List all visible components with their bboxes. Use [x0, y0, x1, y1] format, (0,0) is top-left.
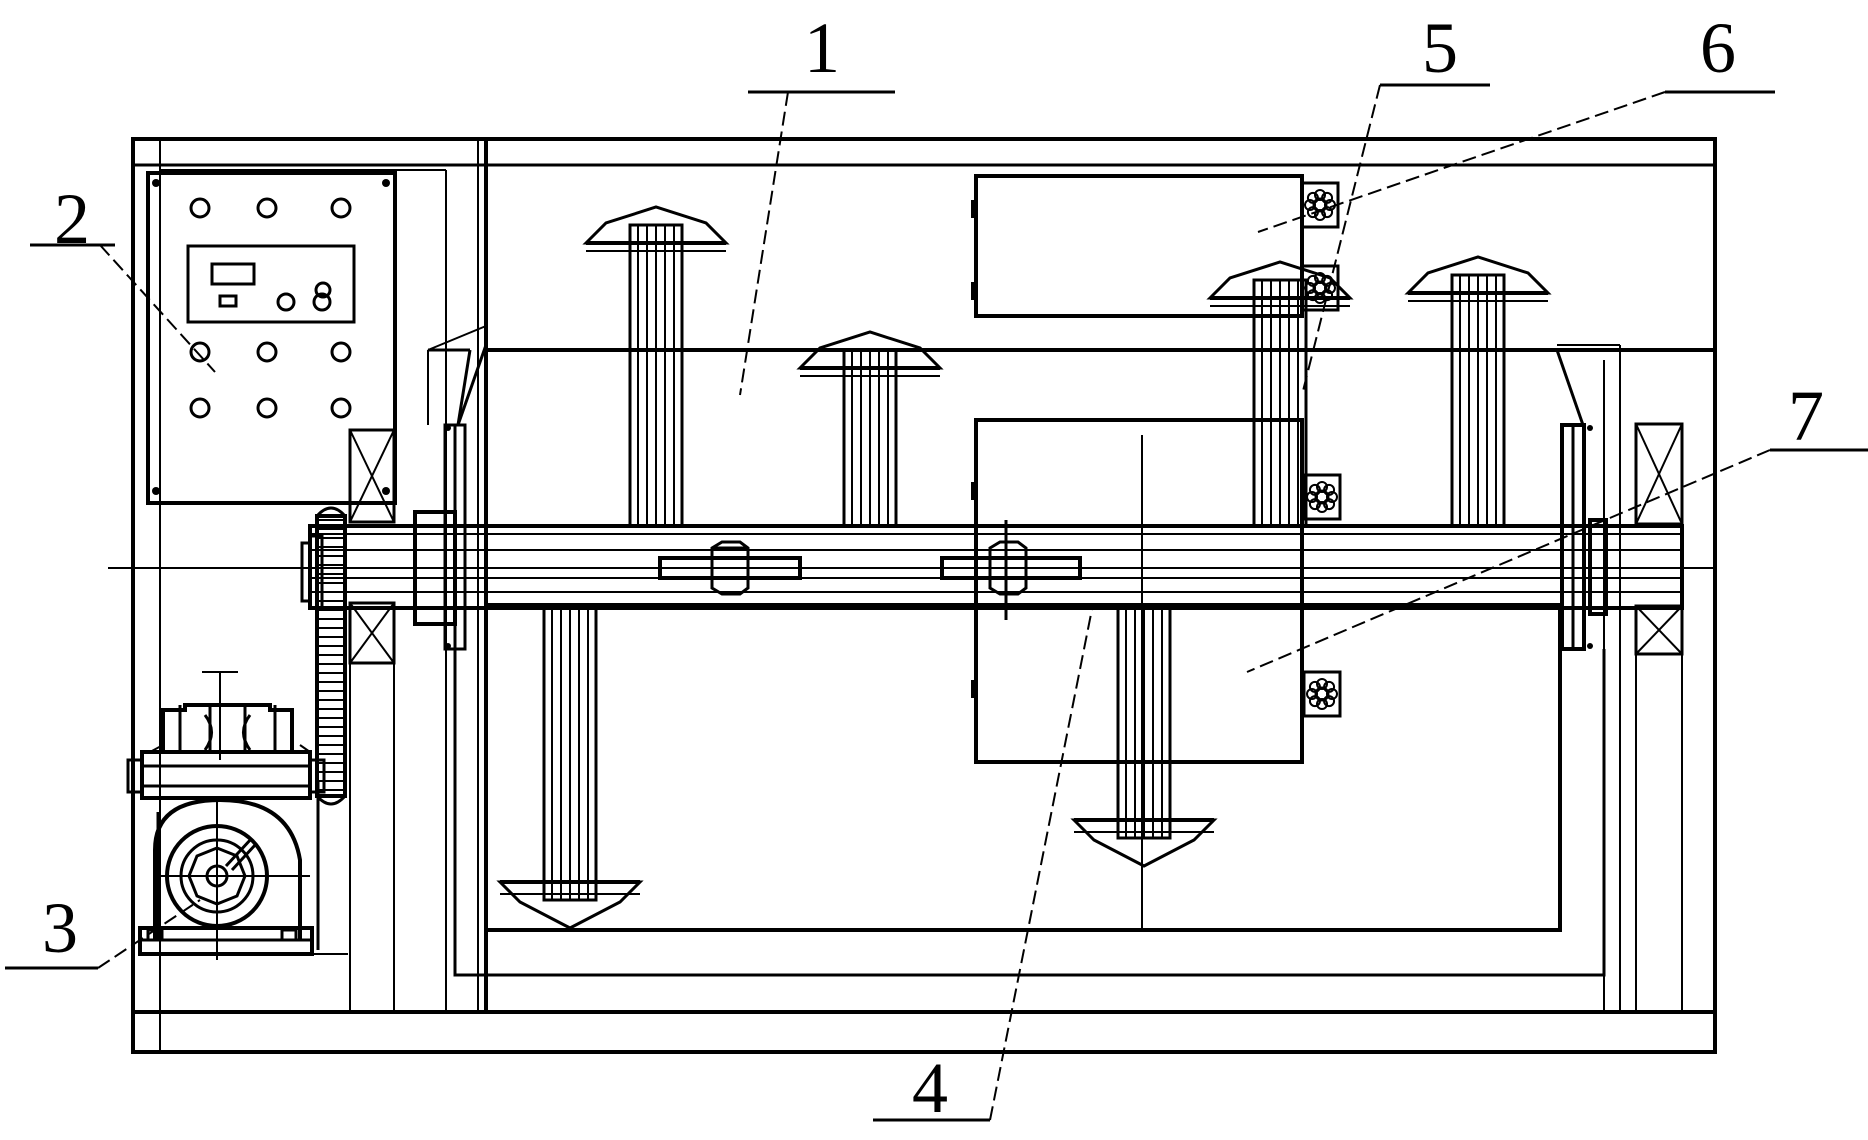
- paddle-3: [1206, 260, 1354, 528]
- box-bolts: [1300, 181, 1342, 718]
- bolt-3: [1302, 473, 1342, 521]
- callout-7: 7: [1788, 376, 1824, 456]
- right-bearing-top: [1634, 422, 1684, 526]
- callout-6: 6: [1700, 8, 1736, 88]
- paddle-2: [796, 330, 944, 528]
- bolt-1: [1300, 181, 1340, 229]
- bolt-4: [1302, 670, 1342, 718]
- shaft-coupling-left: [658, 540, 802, 596]
- display-module: [186, 244, 356, 324]
- main-shaft: [108, 524, 1715, 610]
- paddles: [496, 205, 1552, 930]
- upper-box: [971, 174, 1304, 318]
- callout-1: 1: [804, 8, 840, 88]
- left-flange: [413, 325, 488, 651]
- callout-3: 3: [42, 888, 78, 968]
- left-bearing-bottom: [348, 601, 396, 1012]
- callout-labels: 1 2 3 4 5 6 7: [42, 8, 1824, 1128]
- leader-lines: [5, 83, 1868, 1122]
- right-bearing-bottom: [1634, 604, 1684, 1012]
- left-bearing-top: [348, 428, 396, 524]
- callout-2: 2: [54, 179, 90, 259]
- paddle-4: [1404, 255, 1552, 528]
- shaft-coupling-middle: [940, 520, 1082, 620]
- indicator-lamps: [189, 197, 352, 419]
- control-panel: [146, 171, 397, 505]
- right-flange: [1555, 344, 1621, 1012]
- bolt-2: [1300, 264, 1340, 312]
- lower-box: [971, 418, 1304, 930]
- paddle-5: [496, 606, 644, 930]
- tank: [453, 348, 1715, 977]
- motor-reducer: [126, 671, 348, 1005]
- callout-5: 5: [1422, 8, 1458, 88]
- paddle-6: [1070, 606, 1218, 868]
- callout-4: 4: [912, 1048, 948, 1128]
- large-gear: [300, 506, 347, 806]
- paddle-1: [582, 205, 730, 528]
